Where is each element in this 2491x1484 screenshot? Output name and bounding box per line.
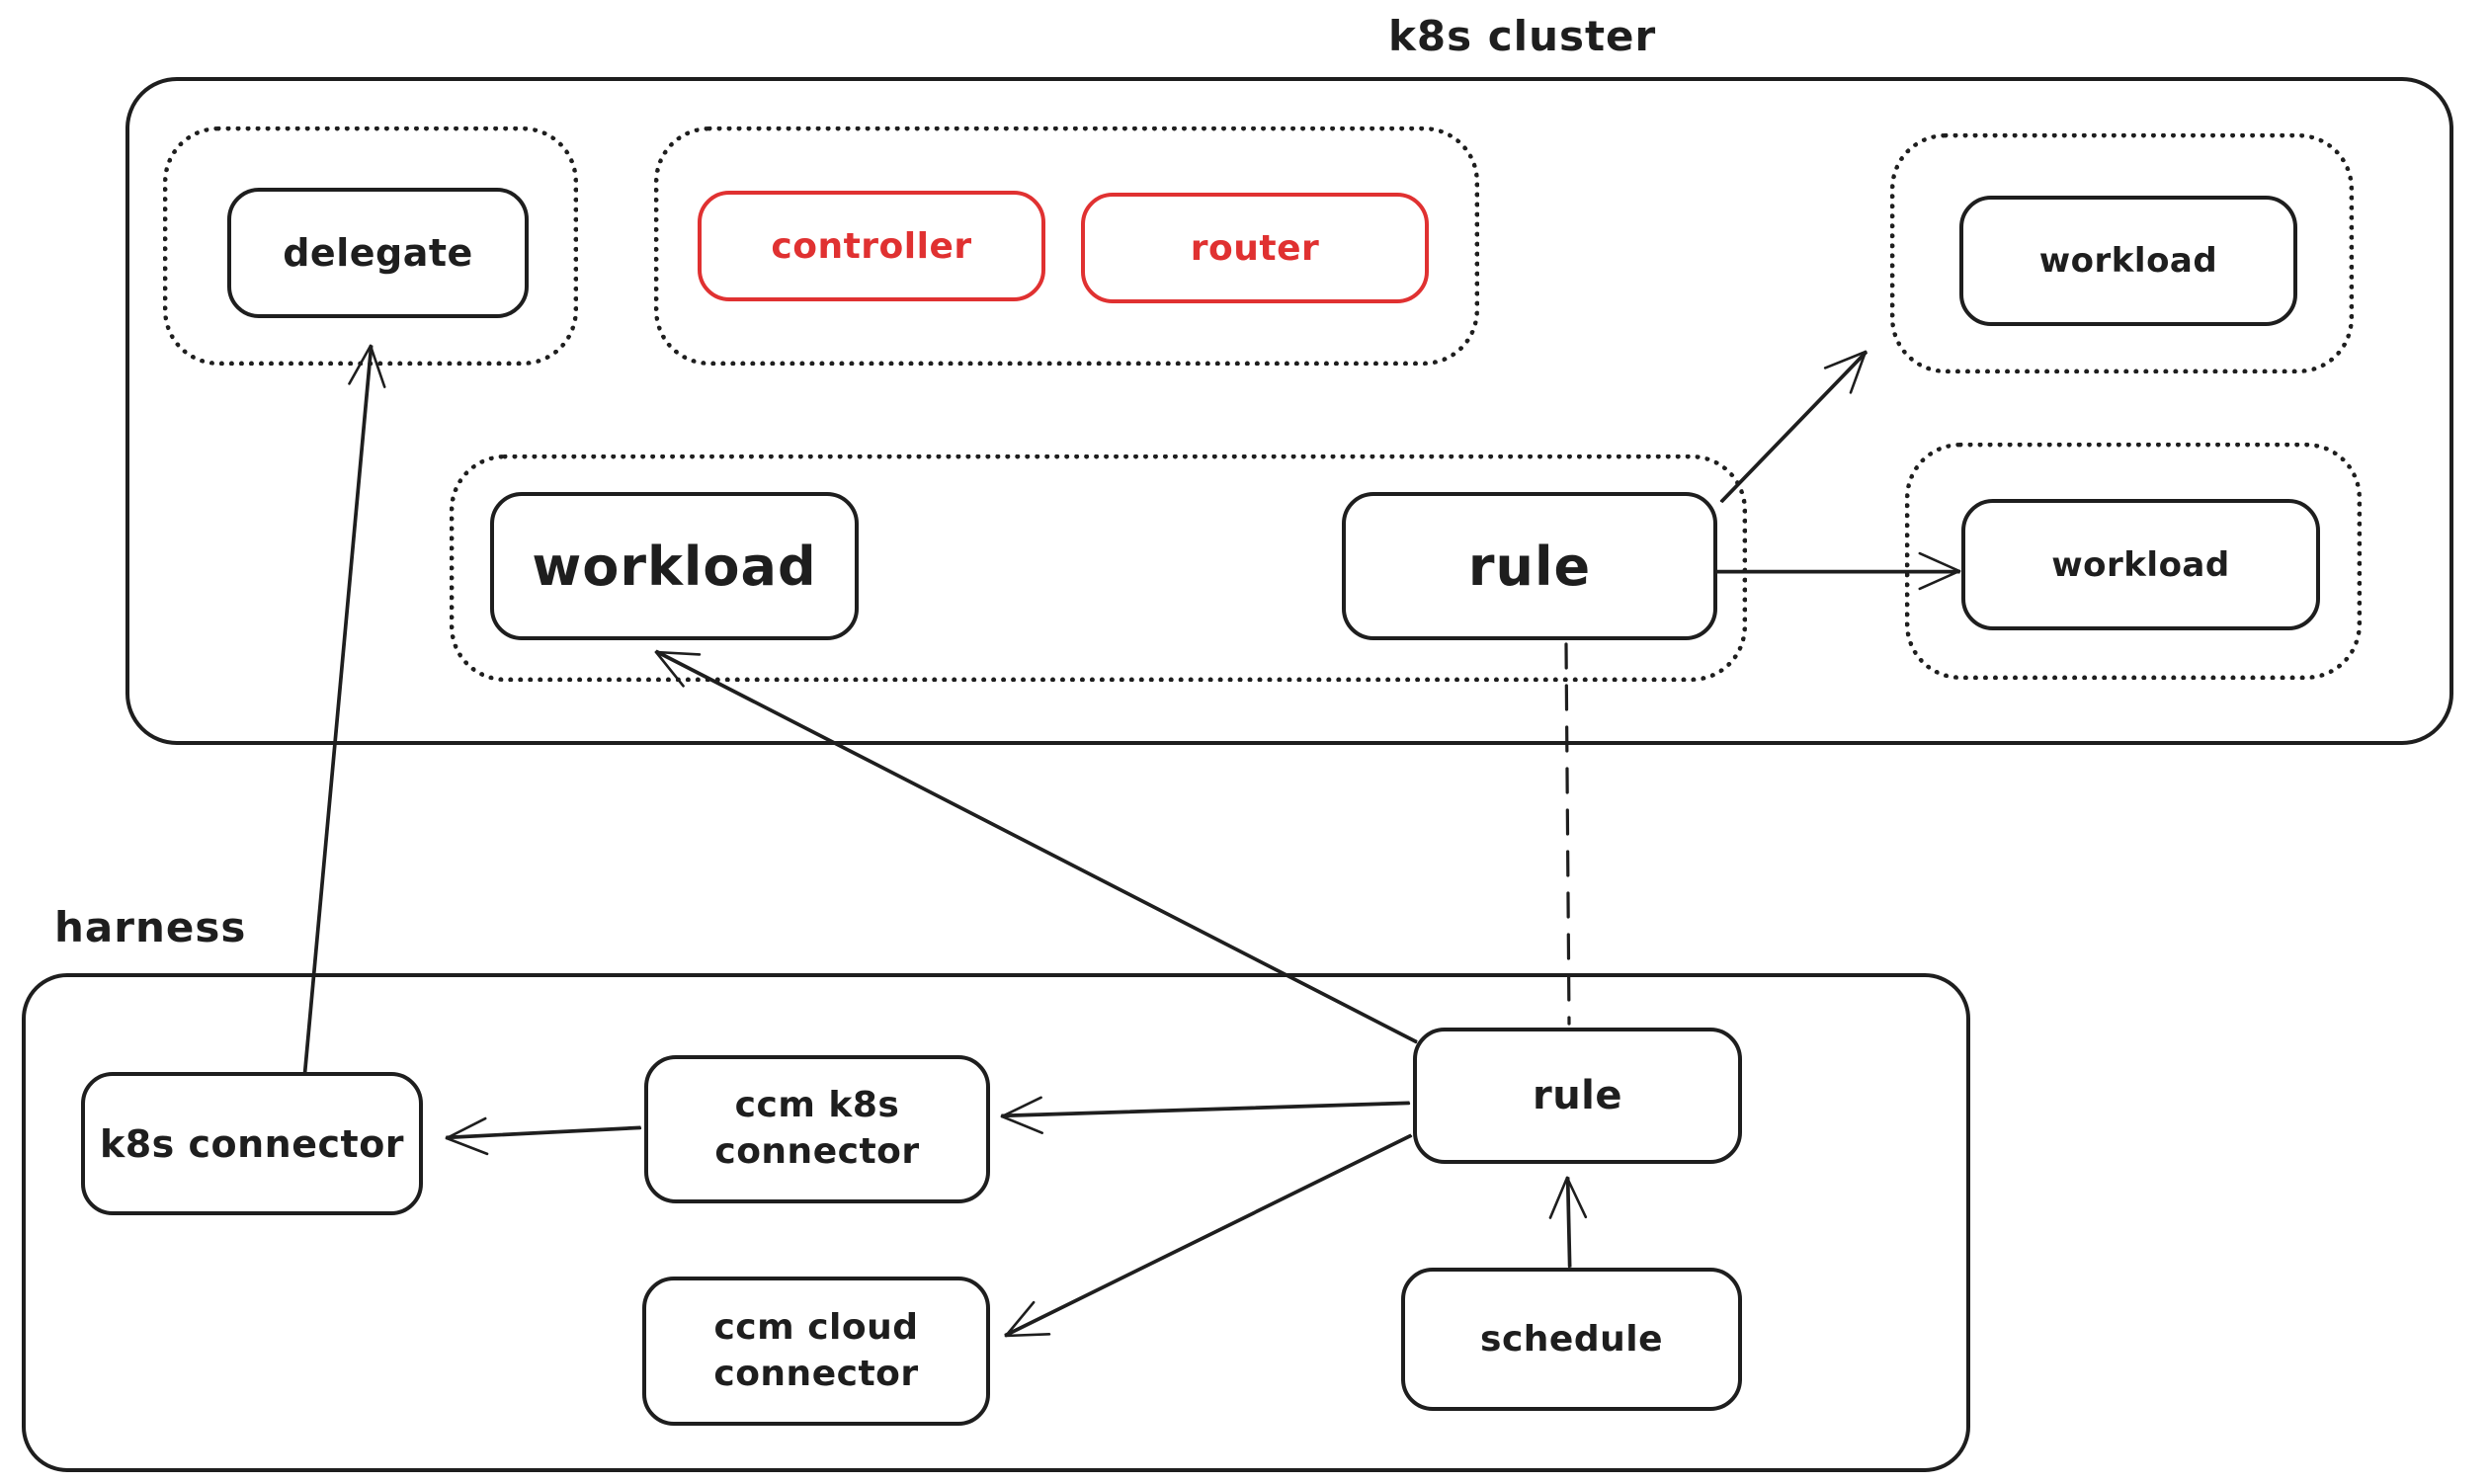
schedule-label: schedule <box>1480 1319 1663 1360</box>
rule-harness-label: rule <box>1532 1073 1623 1118</box>
workload-right-label: workload <box>2051 544 2230 585</box>
ccm-cloud-connector-node: ccm cloud connector <box>642 1277 990 1426</box>
controller-node: controller <box>698 191 1045 301</box>
rule-harness-node: rule <box>1413 1028 1742 1164</box>
harness-region: k8s connector ccm k8s connector ccm clou… <box>22 973 1970 1472</box>
k8s-connector-label: k8s connector <box>99 1121 405 1166</box>
harness-region-label: harness <box>54 903 247 951</box>
workload-right-pod-container: workload <box>1905 443 2362 680</box>
k8s-cluster-region: delegate controller router workload work… <box>125 77 2453 745</box>
workload-rule-pod-container: workload rule <box>450 454 1747 682</box>
ccm-k8s-connector-label: ccm k8s connector <box>714 1085 920 1172</box>
workload-main-label: workload <box>532 535 817 598</box>
controller-label: controller <box>771 225 972 267</box>
rule-k8s-node: rule <box>1342 492 1717 640</box>
schedule-node: schedule <box>1401 1268 1742 1411</box>
workload-top-right-node: workload <box>1959 196 2297 326</box>
rule-k8s-label: rule <box>1467 535 1592 598</box>
k8s-cluster-region-label: k8s cluster <box>1388 12 1657 60</box>
workload-top-right-pod-container: workload <box>1890 133 2354 373</box>
delegate-node: delegate <box>227 188 529 318</box>
delegate-pod-container: delegate <box>163 126 578 366</box>
workload-right-node: workload <box>1961 499 2320 630</box>
ccm-k8s-connector-node: ccm k8s connector <box>644 1055 990 1203</box>
delegate-label: delegate <box>283 231 473 275</box>
controller-router-pod-container: controller router <box>654 126 1479 366</box>
workload-top-right-label: workload <box>2038 241 2218 281</box>
ccm-cloud-connector-label: ccm cloud connector <box>713 1306 919 1394</box>
router-node: router <box>1081 193 1429 303</box>
workload-main-node: workload <box>490 492 859 640</box>
router-label: router <box>1190 227 1320 269</box>
k8s-connector-node: k8s connector <box>81 1072 423 1215</box>
